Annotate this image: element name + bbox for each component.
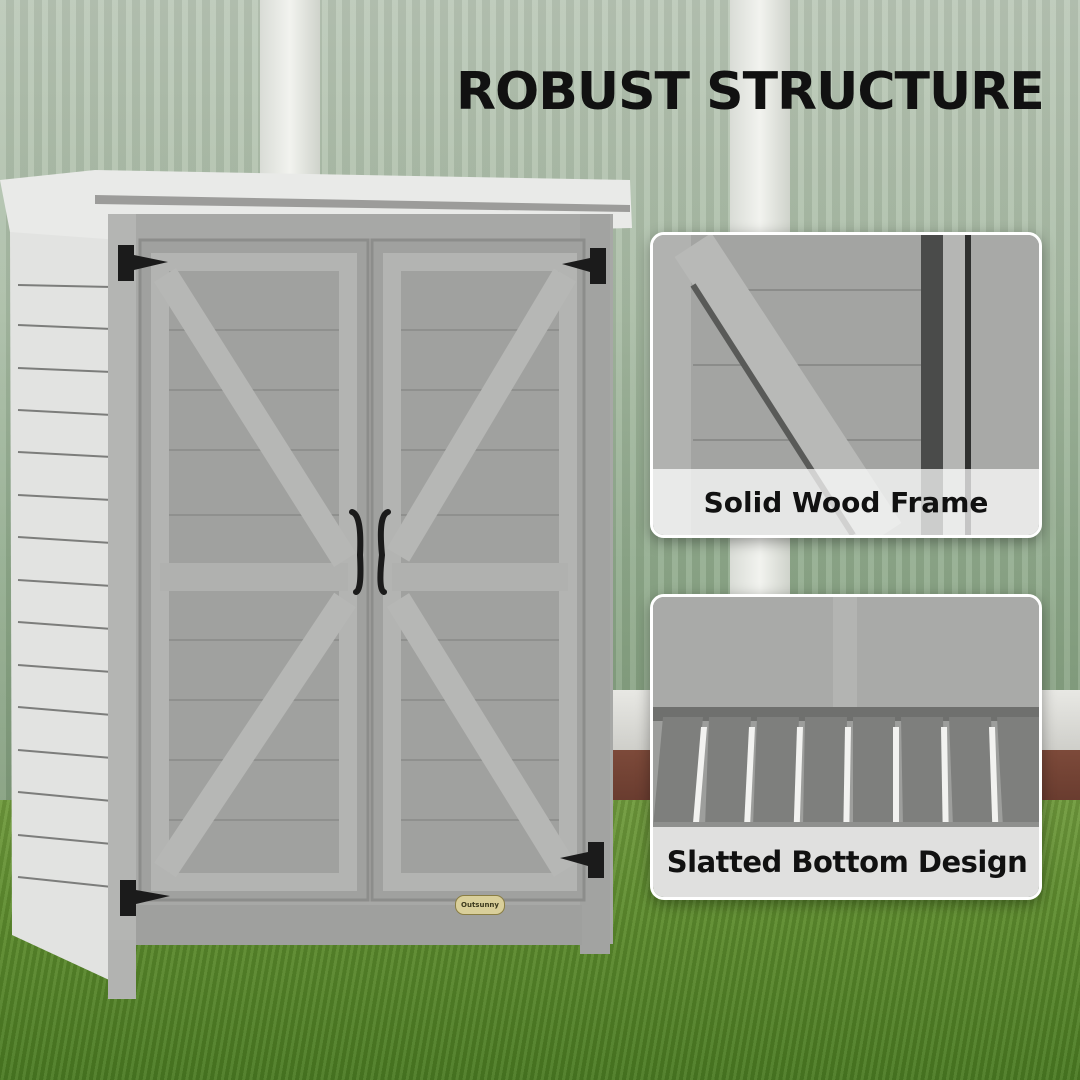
left-post [108, 214, 136, 999]
left-door [138, 238, 370, 902]
roof-edge [95, 195, 630, 212]
feature-card-slatted-bottom: Slatted Bottom Design [650, 594, 1042, 900]
shed-side-siding [17, 284, 113, 888]
headline: ROBUST STRUCTURE [456, 62, 1045, 122]
right-door [370, 238, 586, 902]
bottom-rail [136, 905, 582, 945]
feature-card-wood-frame: Solid Wood Frame [650, 232, 1042, 538]
feature-caption-text: Solid Wood Frame [703, 485, 989, 519]
front-left-leg [108, 940, 136, 998]
door-hinges [118, 245, 606, 916]
feature-caption: Slatted Bottom Design [653, 827, 1039, 897]
feature-caption-text: Slatted Bottom Design [666, 845, 1028, 879]
front-right-leg [582, 940, 608, 954]
shed-side-panel [10, 215, 120, 985]
brand-plaque: Outsunny [455, 895, 505, 915]
brand-plaque-text: Outsunny [461, 901, 499, 909]
door-handles [349, 509, 391, 595]
feature-caption: Solid Wood Frame [653, 469, 1039, 535]
